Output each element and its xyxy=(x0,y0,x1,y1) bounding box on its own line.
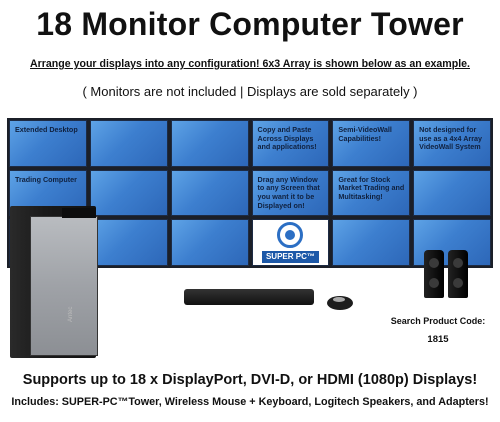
wall-panel xyxy=(413,169,491,217)
wall-panel xyxy=(170,120,249,167)
wall-panel: Semi-VideoWall Capabilities! xyxy=(332,120,411,167)
speaker-right xyxy=(448,250,468,298)
page-title: 18 Monitor Computer Tower xyxy=(36,6,464,42)
supports-heading: Supports up to 18 x DisplayPort, DVI-D, … xyxy=(22,372,478,388)
product-code: 1815 xyxy=(427,334,449,345)
search-product-label: Search Product Code: xyxy=(390,316,486,326)
speaker-left xyxy=(424,250,444,298)
wall-panel xyxy=(89,120,168,167)
wall-panel xyxy=(332,219,411,266)
wall-panel xyxy=(89,219,168,266)
includes-text: Includes: SUPER-PC™Tower, Wireless Mouse… xyxy=(11,396,489,408)
wall-panel: Drag any Window to any Screen that you w… xyxy=(251,169,330,217)
tower-brand: Antec xyxy=(68,306,74,322)
power-logo-icon xyxy=(277,222,304,249)
keyboard-image xyxy=(184,289,314,305)
wall-panel: Not designed for use as a 4x4 Array Vide… xyxy=(413,120,491,167)
logo-panel: SUPER PC™ xyxy=(251,219,330,266)
monitors-notice: ( Monitors are not included | Displays a… xyxy=(82,84,418,99)
tower-top-ports xyxy=(62,208,96,218)
wall-panel: Great for Stock Market Trading and Multi… xyxy=(332,169,411,217)
configuration-subtitle: Arrange your displays into any configura… xyxy=(30,58,470,70)
wall-panel xyxy=(170,169,249,217)
wall-panel xyxy=(170,219,249,266)
wall-panel: Extended Desktop xyxy=(9,120,87,167)
tower-side-panel xyxy=(30,216,98,356)
wall-panel: Copy and Paste Across Displays and appli… xyxy=(251,120,330,167)
logo-text: SUPER PC™ xyxy=(261,251,319,263)
mouse-highlight xyxy=(333,297,345,302)
video-wall: Extended Desktop Copy and Paste Across D… xyxy=(7,118,493,268)
wall-panel xyxy=(89,169,168,217)
